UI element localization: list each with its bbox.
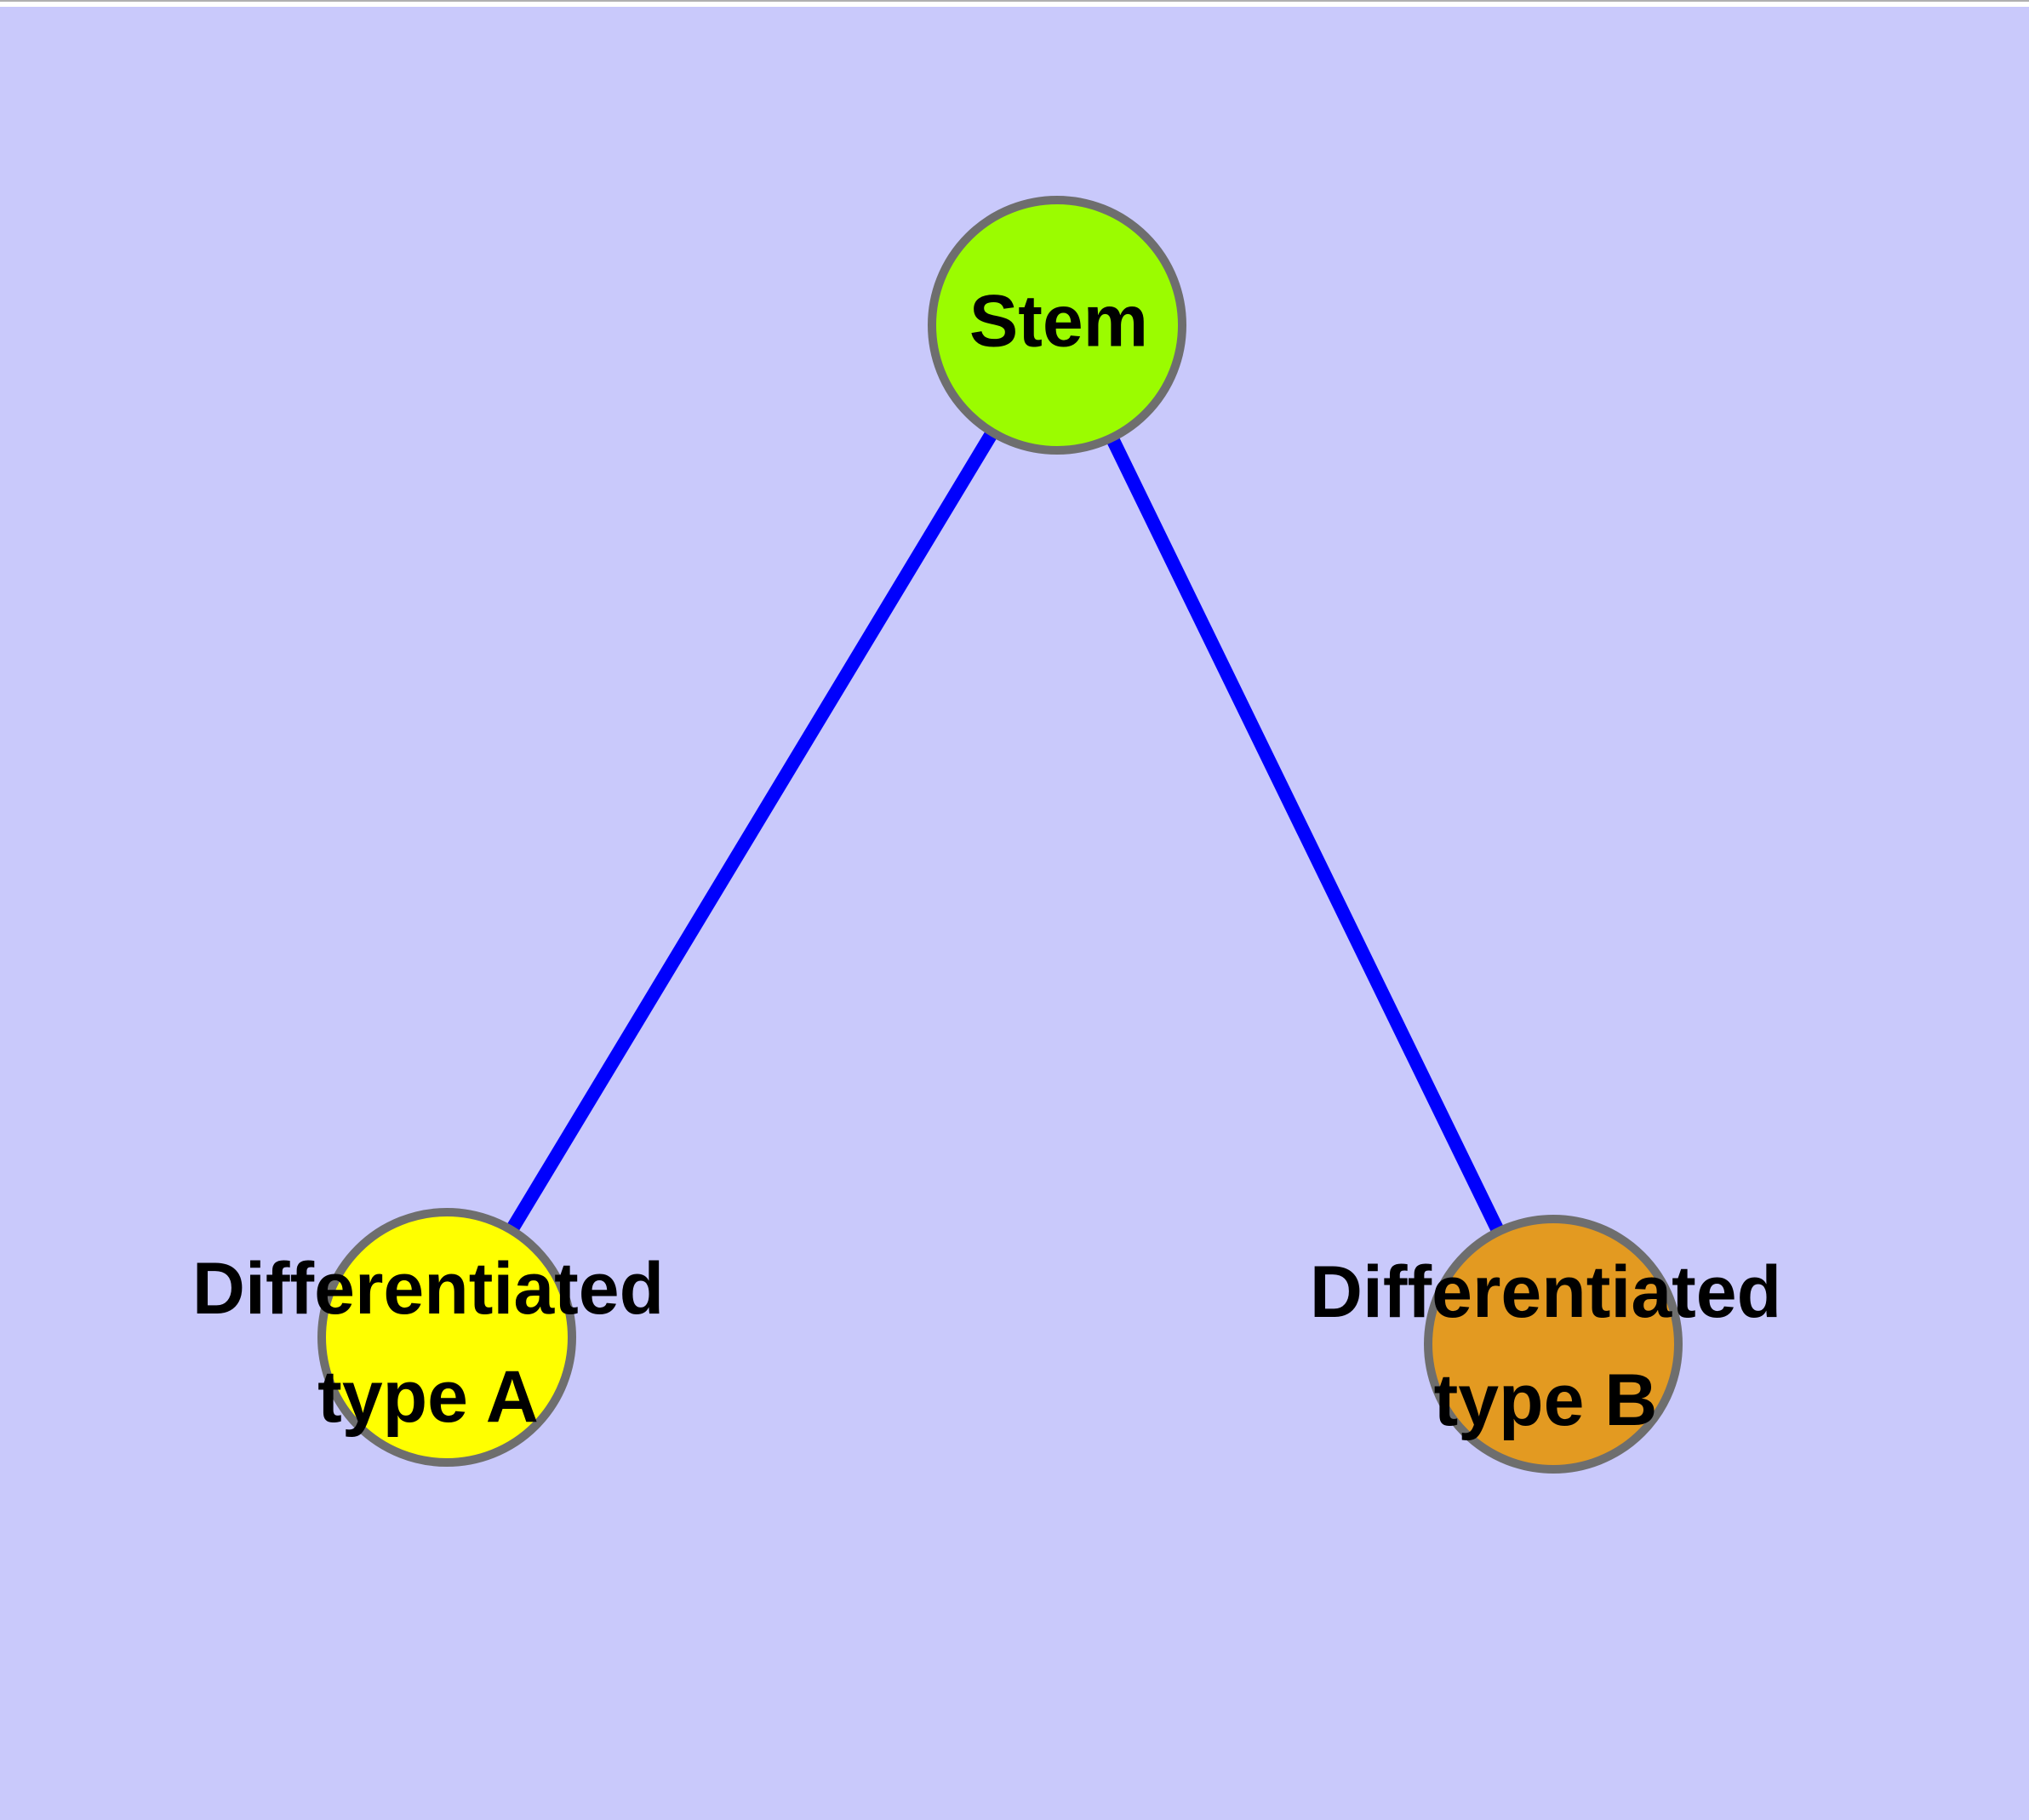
node-label-type-b-line-1: Differentiated — [1309, 1251, 1782, 1333]
node-label-type-b-line-2: type B — [1433, 1359, 1658, 1441]
window-top-edge — [0, 0, 2029, 7]
graph-svg — [317, 196, 1683, 1474]
diagram-canvas: Stem Differentiated type A Differentiate… — [0, 7, 2029, 1820]
edge-stem-to-type-b — [1050, 322, 1560, 1348]
node-label-stem-text: Stem — [969, 280, 1149, 363]
node-label-type-a-line-1: Differentiated — [191, 1248, 665, 1330]
node-circle-differentiated-type-b — [1424, 1215, 1683, 1474]
edge-stem-to-type-a — [441, 321, 1063, 1342]
node-circle-stem — [928, 196, 1186, 455]
node-label-differentiated-type-a: Differentiated type A — [192, 1235, 664, 1451]
node-label-stem: Stem — [969, 268, 1148, 376]
node-label-type-a-line-2: type A — [317, 1356, 539, 1438]
node-label-differentiated-type-b: Differentiated type B — [1310, 1239, 1781, 1455]
node-circle-differentiated-type-a — [317, 1208, 576, 1467]
